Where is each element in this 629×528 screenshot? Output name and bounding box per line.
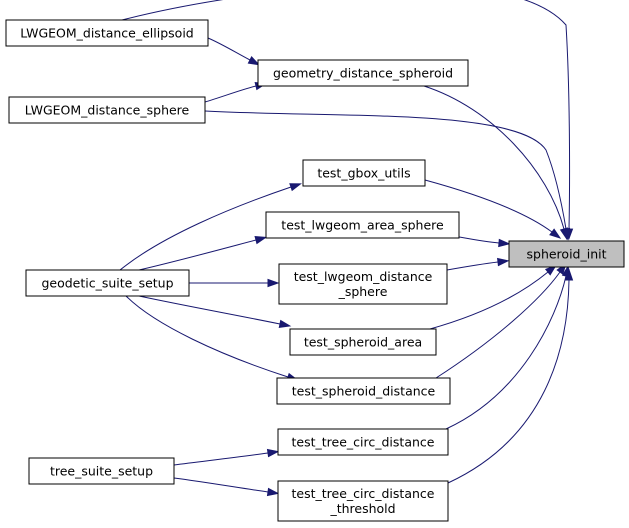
- edge-line: [424, 179, 553, 233]
- node-label: test_spheroid_distance: [292, 384, 436, 399]
- arrowhead-icon: [266, 448, 280, 458]
- edge-test-tree-circ-distance-threshold-to-spheroid-init: [447, 268, 574, 484]
- node-box: [508, 240, 625, 268]
- edge-line: [447, 279, 570, 484]
- node-label: _sphere: [338, 284, 388, 299]
- edge-line: [204, 110, 567, 230]
- arrowhead-icon: [561, 227, 571, 241]
- node-box: [302, 159, 426, 187]
- node-label: test_lwgeom_distance: [294, 269, 433, 284]
- edge-test-spheroid-area-to-spheroid-init: [429, 264, 557, 330]
- node-label: test_spheroid_area: [304, 335, 422, 350]
- edge-line: [119, 186, 292, 271]
- edge-line: [429, 271, 549, 330]
- node-box: [278, 263, 448, 305]
- node-box: [277, 480, 449, 522]
- node-label: test_tree_circ_distance: [292, 486, 435, 501]
- node-label: tree_suite_setup: [50, 464, 153, 479]
- edge-line: [173, 477, 269, 493]
- edge-test-gbox-utils-to-spheroid-init: [424, 179, 562, 239]
- node-box: [276, 377, 451, 405]
- node-geodetic-suite-setup[interactable]: geodetic_suite_setup: [25, 269, 190, 297]
- edge-lwgeom-distance-sphere-to-geometry-distance-spheroid: [204, 82, 268, 103]
- node-geometry-distance-spheroid[interactable]: geometry_distance_spheroid: [257, 59, 469, 87]
- edge-line: [173, 452, 269, 466]
- node-box: [5, 19, 209, 47]
- arrowhead-icon: [549, 228, 562, 239]
- edge-geodetic-suite-setup-to-test-spheroid-area: [138, 295, 292, 328]
- node-box: [28, 457, 175, 485]
- arrowhead-icon: [266, 487, 280, 497]
- node-test-gbox-utils[interactable]: test_gbox_utils: [302, 159, 426, 187]
- node-label: test_gbox_utils: [317, 166, 410, 181]
- arrowhead-icon: [247, 56, 261, 66]
- arrowhead-icon: [564, 268, 574, 281]
- node-label: test_lwgeom_area_sphere: [281, 218, 444, 233]
- node-test-spheroid-distance[interactable]: test_spheroid_distance: [276, 377, 451, 405]
- edge-test-tree-circ-distance-to-spheroid-init: [445, 264, 570, 430]
- node-box: [277, 428, 449, 456]
- edge-line: [445, 275, 567, 430]
- node-lwgeom-distance-sphere[interactable]: LWGEOM_distance_sphere: [8, 96, 206, 124]
- node-label: _threshold: [329, 501, 395, 516]
- edge-geodetic-suite-setup-to-test-spheroid-distance: [125, 295, 299, 381]
- edge-line: [125, 295, 289, 378]
- edge-line: [435, 271, 561, 379]
- node-box: [289, 328, 437, 356]
- node-label: geodetic_suite_setup: [41, 276, 173, 291]
- edge-geodetic-suite-setup-to-test-lwgeom-distance-sphere: [189, 278, 280, 288]
- edge-tree-suite-setup-to-test-tree-circ-distance-threshold: [173, 477, 280, 497]
- edge-lwgeom-distance-ellipsoid-to-geometry-distance-spheroid: [207, 37, 261, 66]
- arrowhead-icon: [267, 278, 280, 288]
- edge-line: [446, 261, 499, 271]
- edge-line: [458, 236, 500, 244]
- edge-geodetic-suite-setup-to-test-gbox-utils: [119, 183, 302, 271]
- node-box: [265, 211, 460, 239]
- edge-test-lwgeom-distance-sphere-to-spheroid-init: [446, 257, 510, 271]
- arrowhead-icon: [254, 236, 268, 245]
- node-test-tree-circ-distance[interactable]: test_tree_circ_distance: [277, 428, 449, 456]
- edge-line: [138, 295, 281, 325]
- edge-line: [121, 0, 571, 230]
- edge-tree-suite-setup-to-test-tree-circ-distance: [173, 448, 280, 466]
- node-spheroid-init[interactable]: spheroid_init: [508, 240, 625, 268]
- node-test-lwgeom-area-sphere[interactable]: test_lwgeom_area_sphere: [265, 211, 460, 239]
- edge-line: [138, 239, 257, 271]
- edge-line: [423, 85, 565, 230]
- node-label: spheroid_init: [527, 247, 607, 262]
- node-test-lwgeom-distance-sphere[interactable]: test_lwgeom_distance_sphere: [278, 263, 448, 305]
- edge-lwgeom-distance-sphere-to-spheroid-init: [204, 110, 571, 241]
- nodes-layer: spheroid_init LWGEOM_distance_ellipsoidge…: [5, 19, 625, 522]
- node-lwgeom-distance-ellipsoid[interactable]: LWGEOM_distance_ellipsoid: [5, 19, 209, 47]
- arrowhead-icon: [278, 319, 292, 328]
- node-box: [25, 269, 190, 297]
- node-label: LWGEOM_distance_ellipsoid: [20, 26, 193, 41]
- node-label: LWGEOM_distance_sphere: [25, 103, 190, 118]
- edge-geodetic-suite-setup-to-test-lwgeom-area-sphere: [138, 236, 268, 271]
- node-box: [8, 96, 206, 124]
- edge-line: [204, 85, 257, 103]
- edge-test-lwgeom-area-sphere-to-spheroid-init: [458, 236, 511, 248]
- arrowhead-icon: [498, 238, 511, 248]
- node-box: [257, 59, 469, 87]
- edge-line: [207, 37, 251, 61]
- arrowhead-icon: [289, 183, 302, 192]
- node-test-tree-circ-distance-threshold[interactable]: test_tree_circ_distance_threshold: [277, 480, 449, 522]
- arrowhead-icon: [497, 257, 510, 267]
- node-label: test_tree_circ_distance: [292, 435, 435, 450]
- node-test-spheroid-area[interactable]: test_spheroid_area: [289, 328, 437, 356]
- node-label: geometry_distance_spheroid: [273, 66, 453, 81]
- node-tree-suite-setup[interactable]: tree_suite_setup: [28, 457, 175, 485]
